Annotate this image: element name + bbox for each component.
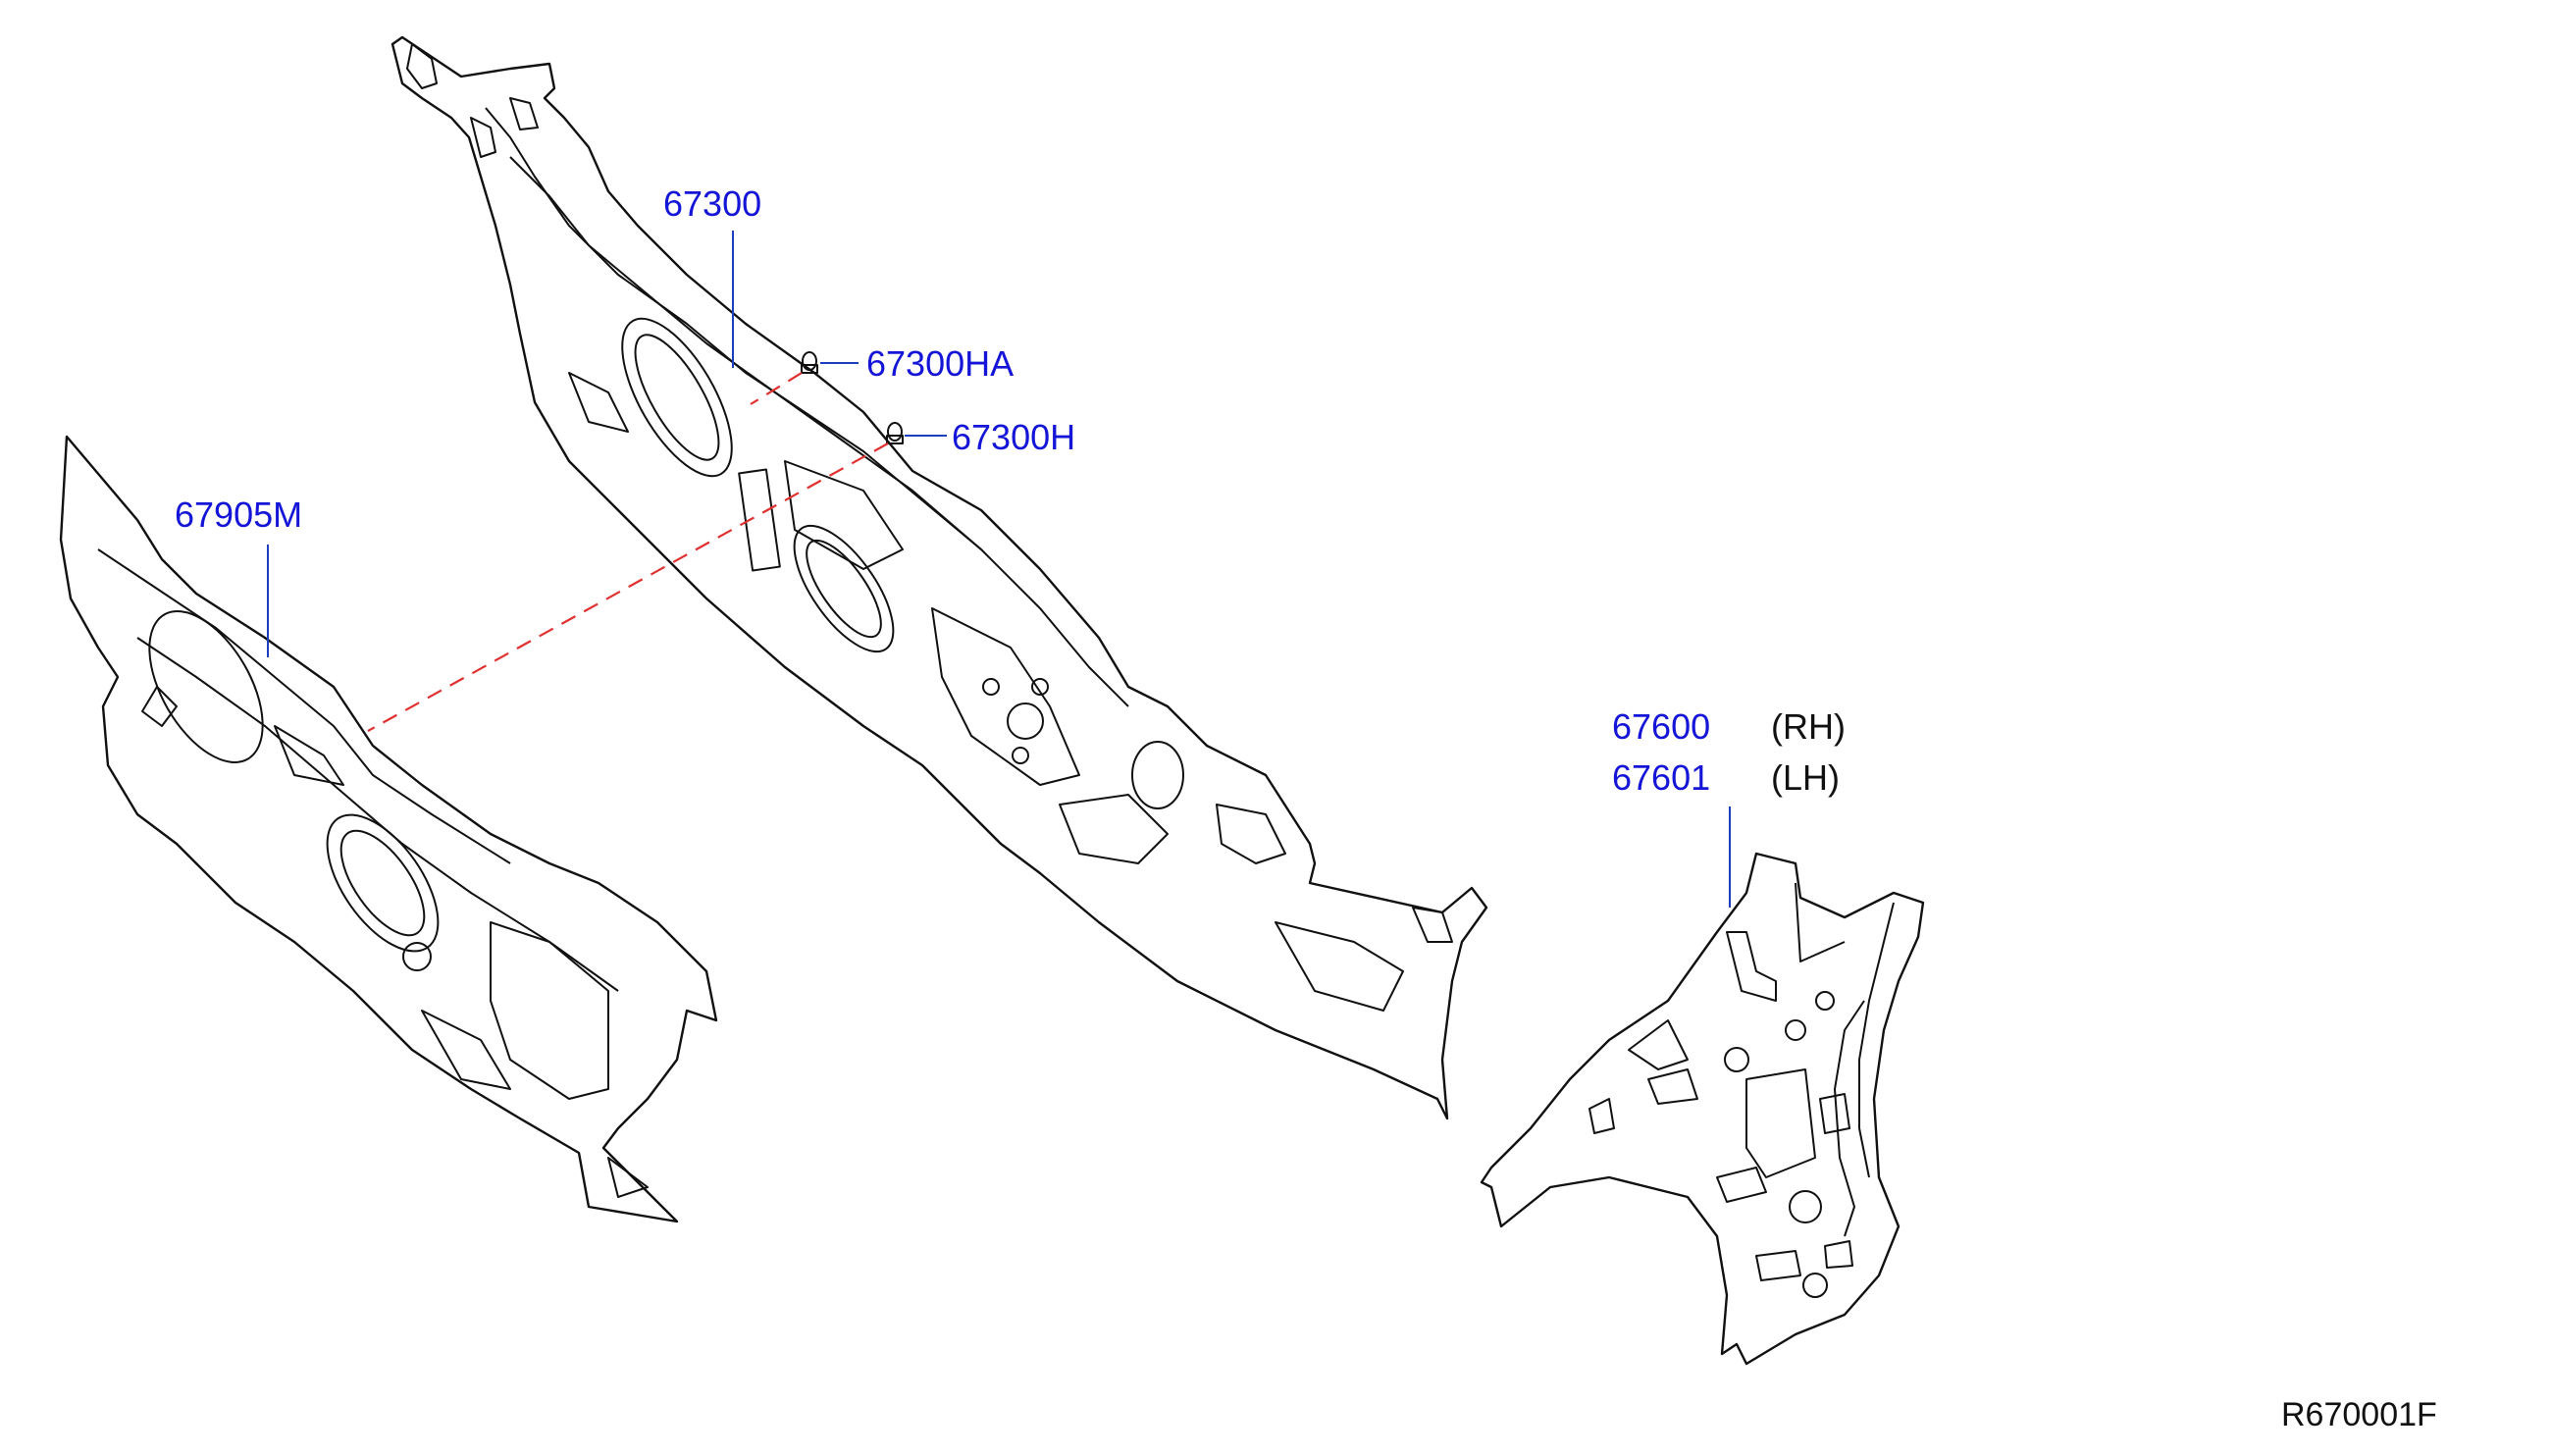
callout-plug-ha[interactable]: 67300HA	[866, 343, 1014, 384]
callout-plug-h[interactable]: 67300H	[952, 417, 1075, 457]
side-panel-part[interactable]	[1480, 852, 1925, 1366]
plug-ha-part[interactable]	[801, 351, 818, 374]
insulator-part[interactable]	[59, 435, 718, 1223]
reference-code: R670001F	[2281, 1396, 2437, 1433]
callout-insulator[interactable]: 67905M	[175, 494, 302, 535]
side-label-lh: (LH)	[1771, 757, 1840, 798]
callout-side-panel-rh[interactable]: 67600	[1612, 706, 1710, 747]
side-label-rh: (RH)	[1771, 706, 1846, 747]
alignment-line-h	[367, 442, 889, 732]
alignment-line-ha	[750, 372, 803, 405]
callout-side-panel-lh[interactable]: 67601	[1612, 757, 1710, 798]
callout-dash-panel[interactable]: 67300	[663, 183, 761, 224]
plug-h-part[interactable]	[886, 422, 904, 444]
dash-panel-part[interactable]	[390, 35, 1488, 1120]
